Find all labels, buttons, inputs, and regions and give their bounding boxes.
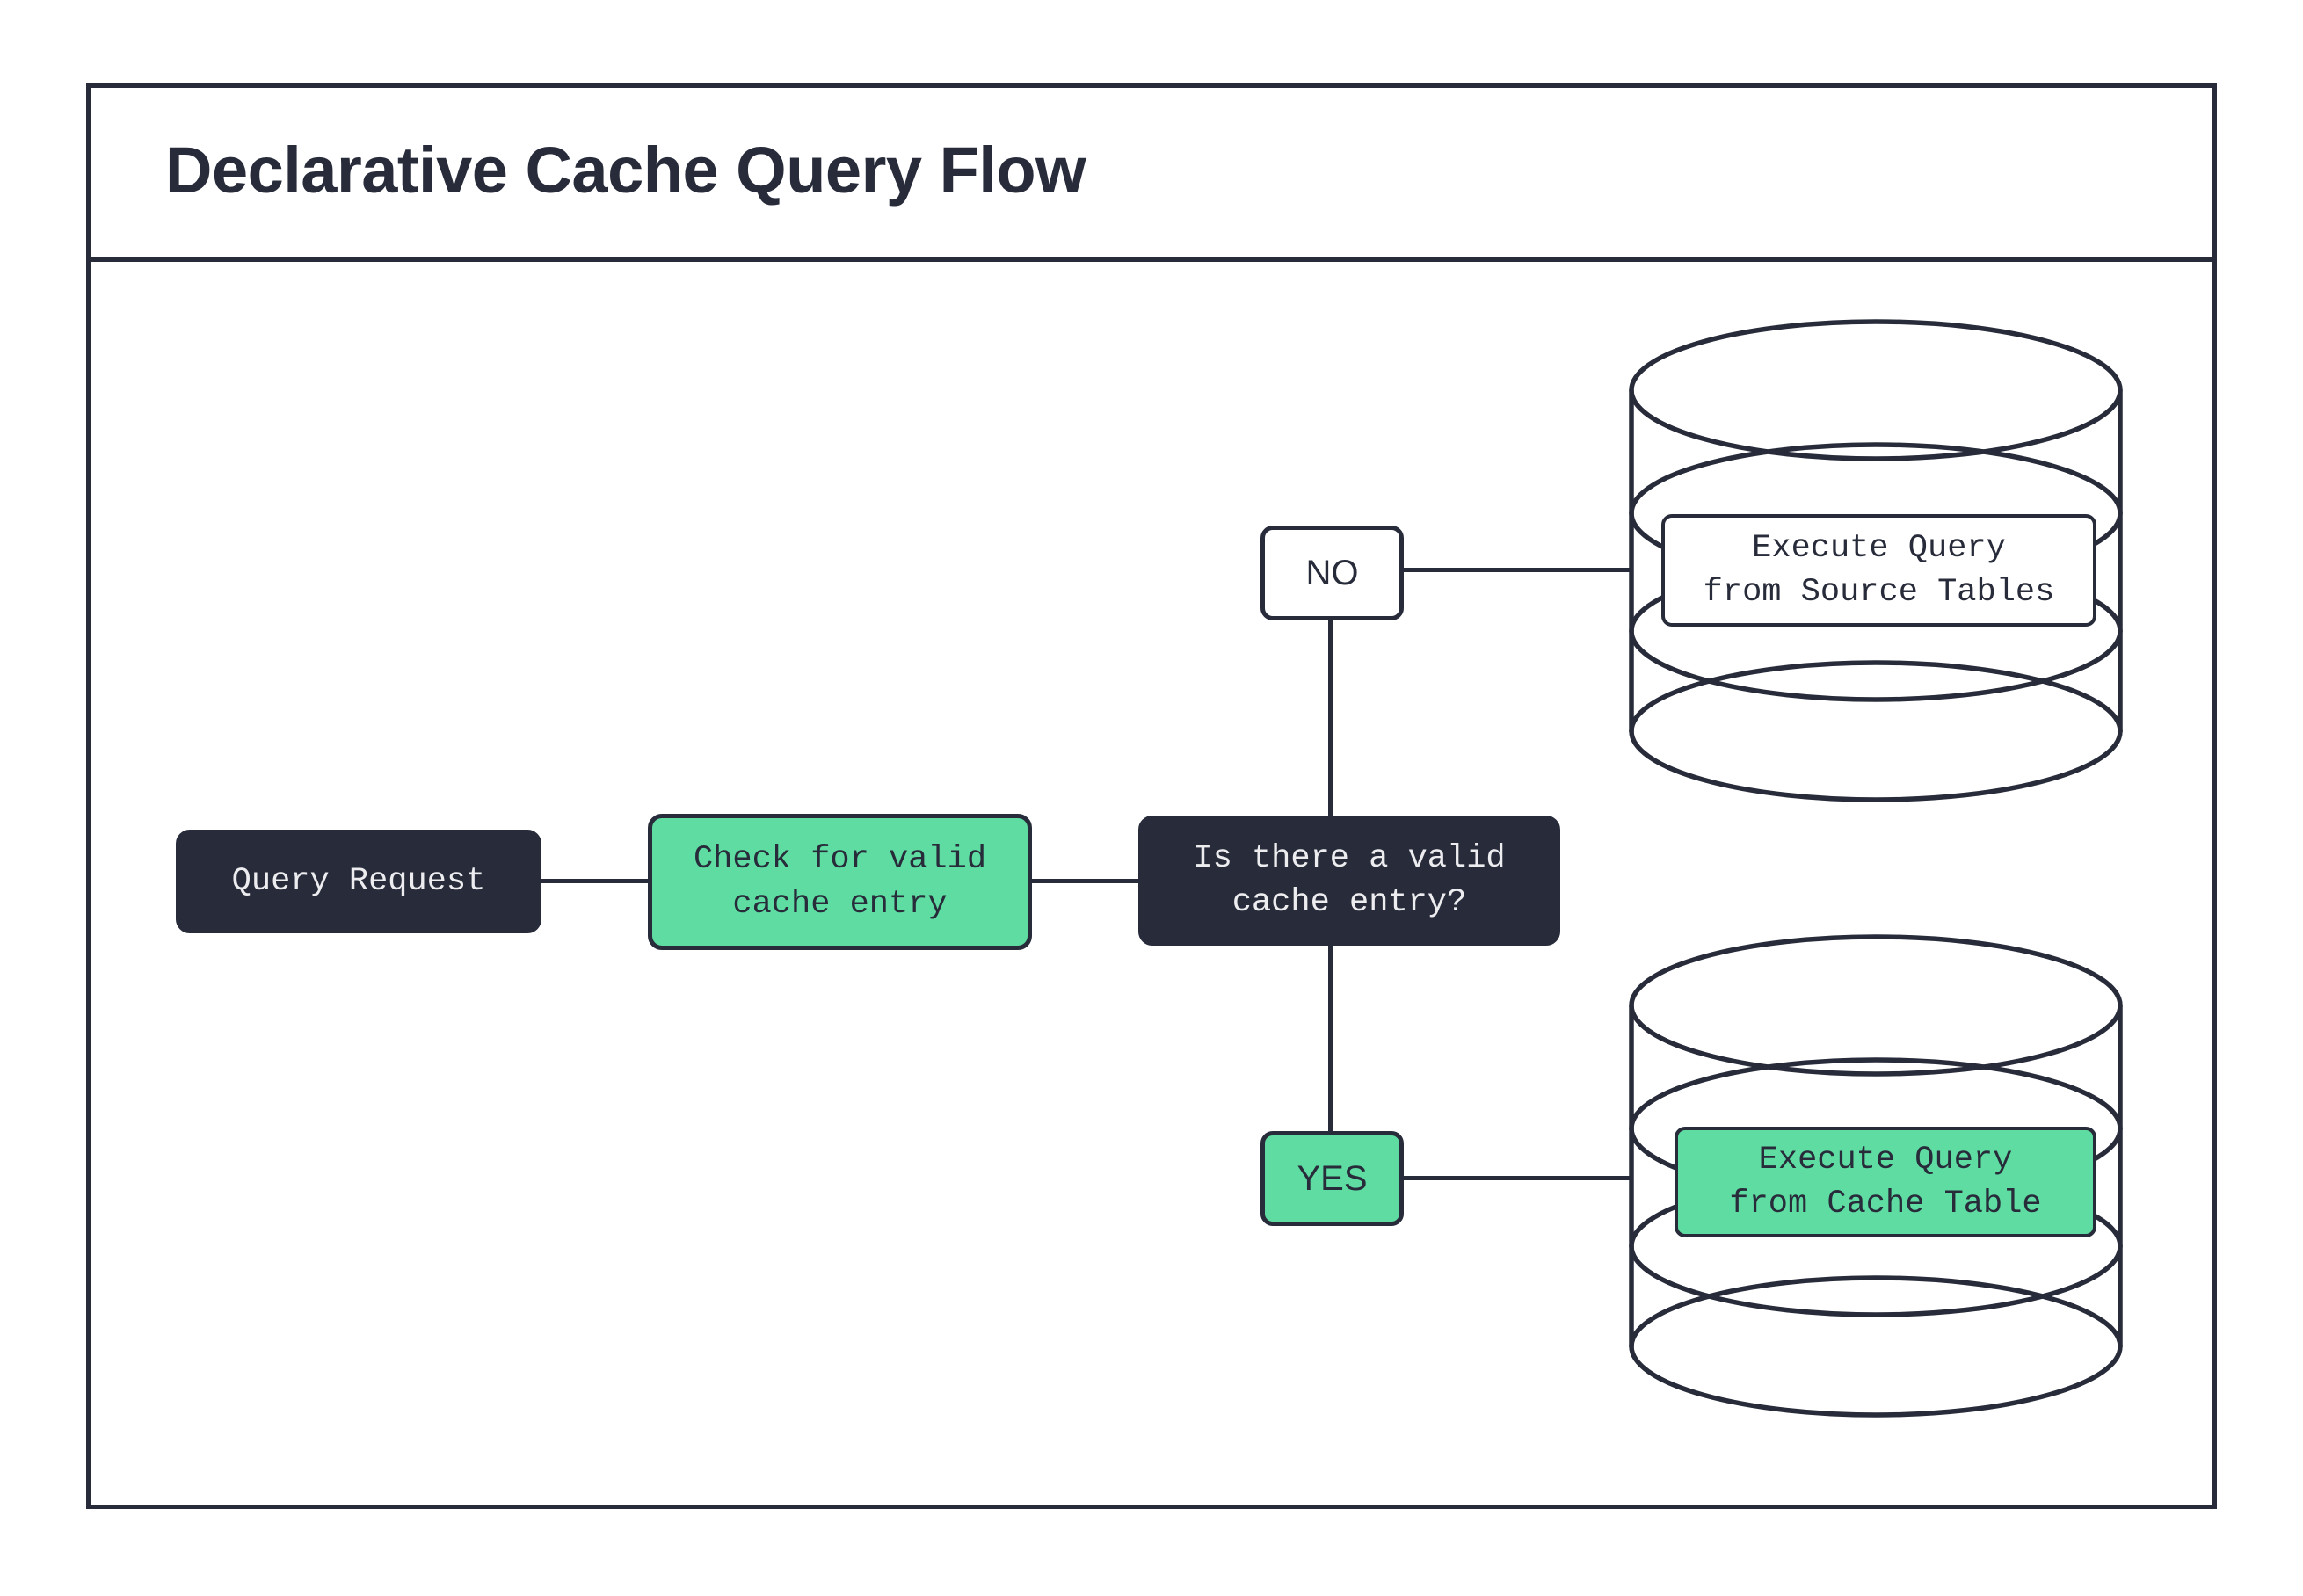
edge-query-request-to-check-cache xyxy=(538,879,651,883)
node-check-cache[interactable]: Check for valid cache entry xyxy=(648,814,1032,950)
edge-decision-to-no-branch xyxy=(1328,618,1333,818)
edge-yes-to-cache-db xyxy=(1399,1176,1633,1180)
edge-decision-to-yes-branch xyxy=(1328,943,1333,1134)
node-label-cache-db[interactable]: Execute Query from Cache Table xyxy=(1675,1127,2096,1237)
edge-check-cache-to-decision xyxy=(1028,879,1142,883)
branch-label-no[interactable]: NO xyxy=(1260,526,1404,620)
node-decision-valid-cache-entry[interactable]: Is there a valid cache entry? xyxy=(1138,816,1560,946)
node-label-source-db[interactable]: Execute Query from Source Tables xyxy=(1661,514,2096,627)
diagram-frame xyxy=(86,83,2217,1509)
node-query-request[interactable]: Query Request xyxy=(176,830,541,933)
edge-no-to-source-db xyxy=(1399,568,1633,572)
branch-label-yes[interactable]: YES xyxy=(1260,1131,1404,1226)
diagram-title: Declarative Cache Query Flow xyxy=(165,134,1086,207)
diagram-title-bar: Declarative Cache Query Flow xyxy=(86,83,2217,262)
